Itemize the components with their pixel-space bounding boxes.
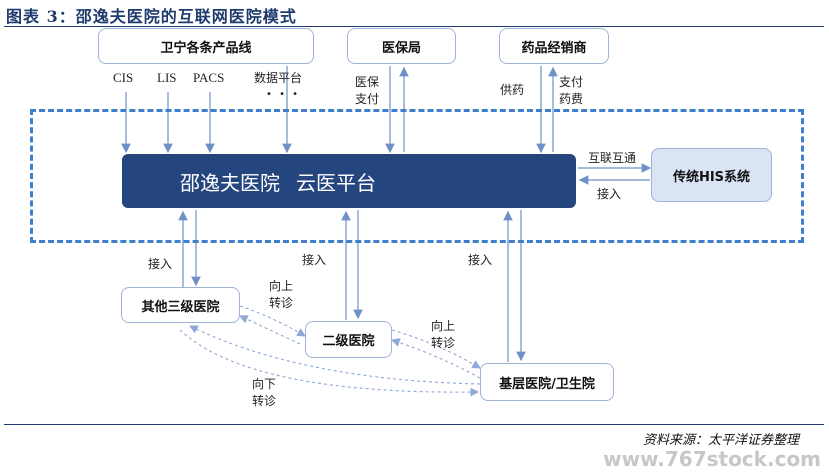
tertiary-hospital-label: 其他三级医院 [141,299,220,315]
label-access-primary: 接入 [468,253,493,267]
platform-hospital-name: 邵逸夫医院 [180,170,280,195]
platform-boundary [30,109,804,243]
arrow-refer-tertiary-primary [179,329,480,397]
label-cis: CIS [113,70,134,85]
top-products-box: 卫宁各条产品线 [98,28,314,64]
watermark-text: www.767stock.com [603,447,821,471]
label-lis: LIS [157,70,177,85]
insurance-bureau-label: 医保局 [381,40,421,56]
arrow-refer-tertiary-secondary [239,315,301,345]
label-pay-drug-fee: 支付 药费 [558,75,583,106]
label-access-secondary: 接入 [302,253,327,267]
secondary-hospital-label: 二级医院 [322,334,375,349]
top-products-label: 卫宁各条产品线 [160,40,252,56]
arrow-refer-secondary-primary [390,338,481,379]
his-system-label: 传统HIS系统 [672,169,751,185]
bottom-rule [4,424,824,425]
pharma-distributor-box: 药品经销商 [499,28,609,64]
label-access-tertiary: 接入 [148,257,173,271]
cloud-platform: 邵逸夫医院 云医平台 [122,154,576,208]
figure-title: 图表 3：邵逸夫医院的互联网医院模式 [6,7,297,26]
label-supply-drugs: 供药 [500,83,525,97]
arrow-refer-primary-tertiary [189,325,481,385]
label-refer-down: 向下 转诊 [251,377,276,408]
primary-hospital-box: 基层医院/卫生院 [480,363,614,401]
label-refer-up-1: 向上 转诊 [268,279,293,310]
pharma-distributor-label: 药品经销商 [521,40,587,56]
label-access-his: 接入 [597,187,622,201]
arrow-refer-primary-secondary [391,329,481,369]
label-pacs: PACS [193,70,225,85]
top-rule [4,26,824,27]
insurance-bureau-box: 医保局 [347,28,456,64]
primary-hospital-label: 基层医院/卫生院 [499,376,595,392]
tertiary-hospital-box: 其他三级医院 [121,287,240,323]
label-refer-up-2: 向上 转诊 [430,319,455,350]
label-ellipsis: • • • [266,89,301,100]
his-system-box: 传统HIS系统 [651,148,772,202]
secondary-hospital-box: 二级医院 [305,321,392,358]
label-data-platform: 数据平台 [254,71,303,85]
platform-cloud-name: 云医平台 [296,170,376,195]
arrow-refer-secondary-tertiary [239,305,306,337]
label-interconnect: 互联互通 [588,151,637,165]
label-insurance-pay: 医保 支付 [354,75,379,106]
source-note: 资料来源：太平洋证券整理 [642,433,799,448]
